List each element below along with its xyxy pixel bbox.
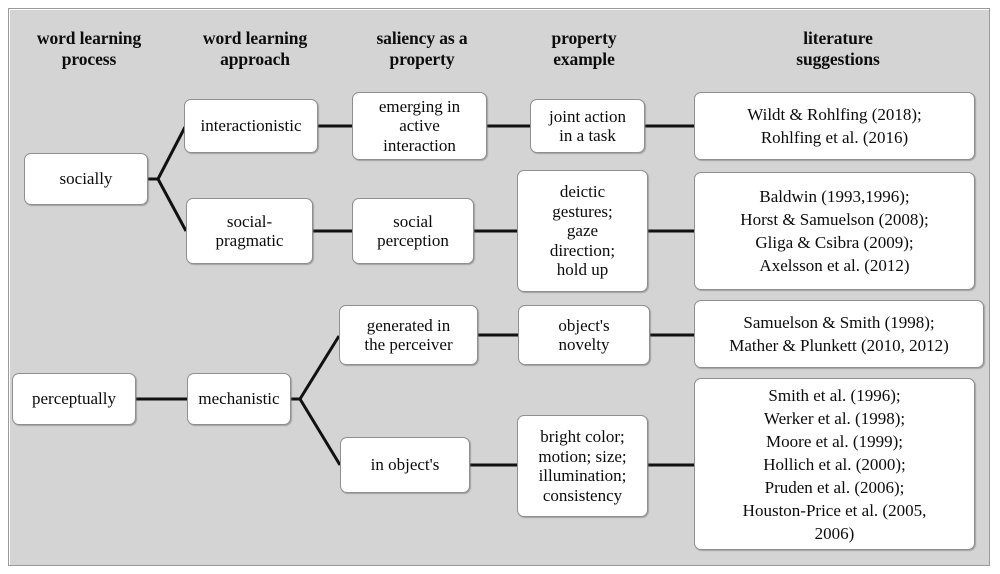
node-social-pragmatic[interactable]: social- pragmatic [186, 198, 313, 264]
node-joint-action-in-a-task[interactable]: joint action in a task [530, 99, 645, 153]
column-header-literature: literature suggestions [796, 28, 880, 69]
node-in-objects[interactable]: in object's [340, 437, 470, 493]
column-header-example: property example [551, 28, 617, 69]
column-header-saliency: saliency as a property [376, 28, 468, 69]
node-perceptually[interactable]: perceptually [12, 373, 136, 425]
node-generated-in-the-perceiver[interactable]: generated in the perceiver [339, 305, 478, 365]
node-emerging-in-active-interaction[interactable]: emerging in active interaction [352, 92, 487, 160]
node-literature-social-pragmatic[interactable]: Baldwin (1993,1996); Horst & Samuelson (… [694, 172, 975, 290]
node-interactionistic[interactable]: interactionistic [184, 99, 318, 153]
node-mechanistic[interactable]: mechanistic [187, 373, 291, 425]
node-literature-in-objects[interactable]: Smith et al. (1996); Werker et al. (1998… [694, 378, 975, 550]
column-header-process: word learning process [36, 28, 142, 69]
node-literature-generated-in-perceiver[interactable]: Samuelson & Smith (1998); Mather & Plunk… [694, 300, 984, 368]
node-deictic-gestures[interactable]: deictic gestures; gaze direction; hold u… [517, 170, 648, 292]
node-bright-color-motion-size[interactable]: bright color; motion; size; illumination… [517, 415, 648, 517]
node-objects-novelty[interactable]: object's novelty [518, 305, 650, 365]
node-social-perception[interactable]: social perception [352, 198, 474, 264]
column-header-approach: word learning approach [202, 28, 308, 69]
node-socially[interactable]: socially [24, 153, 148, 205]
node-literature-interactionistic[interactable]: Wildt & Rohlfing (2018); Rohlfing et al.… [694, 92, 975, 160]
